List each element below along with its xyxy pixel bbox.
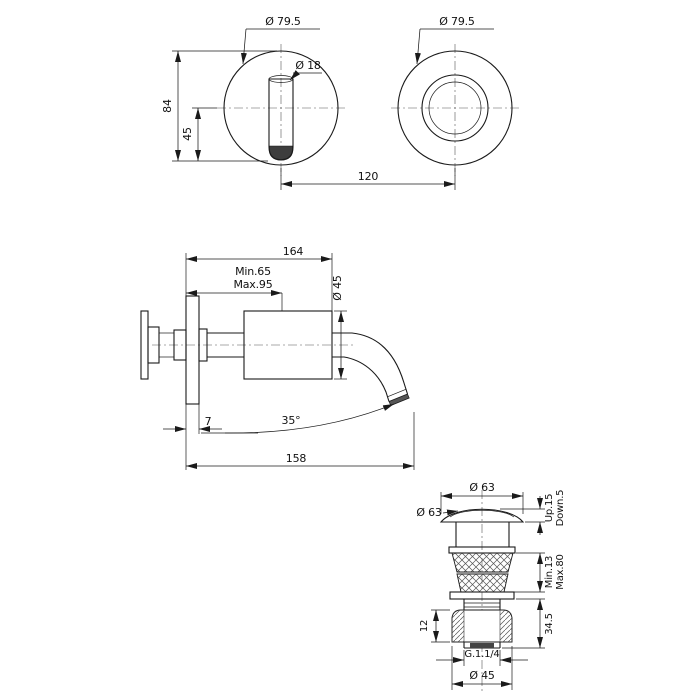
side-plate-thickness-label: 7 (205, 415, 212, 428)
wall-plate-side (185, 295, 200, 405)
dim-handle-plate-diameter: Ø 79.5 (414, 15, 494, 65)
gasket-lower (456, 573, 509, 593)
spout-outlet (388, 393, 410, 406)
dim-drain-thread-length: 34.5 (502, 598, 555, 649)
drain-thread-length-label: 34.5 (544, 613, 555, 634)
dim-side-spout-angle: 35° (201, 403, 395, 434)
dim-front-spout-diameter: Ø 18 (289, 59, 322, 81)
dim-drain-tail-diameter: Ø 45 (451, 646, 513, 690)
drain-cap-dome (439, 508, 525, 523)
drain-cap-callout-label: Ø 63 (416, 506, 442, 519)
side-wall-min-label: Min.65 (235, 265, 271, 278)
side-wall-max-label: Max.95 (233, 278, 272, 291)
drain-washer (449, 591, 515, 600)
drain-thread-size-label: G.1.1/4 (464, 649, 499, 660)
drain-travel-down-label: Down.5 (555, 490, 566, 527)
gasket-upper (451, 552, 514, 573)
drain-clamp-max-label: Max.80 (555, 554, 566, 589)
dim-drain-travel: Up.15 Down.5 (500, 490, 566, 535)
spout-inner-curve (332, 356, 390, 402)
side-spout-angle-label: 35° (282, 414, 301, 427)
side-overall-length-label: 164 (283, 245, 304, 258)
centers-distance-label: 120 (358, 170, 379, 183)
dim-front-plate-diameter: Ø 79.5 (240, 15, 320, 65)
spout-front-view: Ø 79.5 Ø 18 84 45 (161, 15, 345, 176)
dim-drain-clamp-range: Min.13 Max.80 (509, 552, 566, 593)
front-spout-drop-label: 45 (181, 127, 194, 141)
drain-view: Ø 63 Ø 63 Up.15 Down.5 Min.13 Max.80 (416, 481, 566, 694)
mixer-side-view: 164 Min.65 Max.95 Ø 45 7 35° (140, 245, 415, 470)
front-plate-diameter-label: Ø 79.5 (265, 15, 301, 28)
dim-side-overall-length: 164 (185, 245, 333, 311)
dim-front-height: 84 (161, 50, 277, 162)
side-spout-reach-label: 158 (286, 452, 307, 465)
dim-drain-cap-diameter: Ø 63 (440, 481, 524, 514)
handle-front-view: Ø 79.5 (391, 15, 519, 176)
dim-front-spout-drop: 45 (181, 107, 217, 161)
spout-tube (268, 78, 294, 161)
drain-clamp-min-label: Min.13 (544, 556, 555, 588)
dim-side-spout-reach: 158 (186, 412, 415, 470)
front-spout-diameter-label: Ø 18 (295, 59, 321, 72)
dim-drain-thread-size: G.1.1/4 (436, 649, 528, 666)
aerator-tip (269, 145, 293, 160)
wall-plate-circle (223, 50, 339, 166)
front-height-label: 84 (161, 99, 174, 113)
spout-outer-curve (332, 332, 409, 395)
dim-side-plate-thickness: 7 (163, 404, 222, 470)
dim-side-wall-range: Min.65 Max.95 (186, 265, 283, 311)
handle-outer-ring (421, 74, 489, 142)
dim-drain-cap-callout: Ø 63 (416, 506, 459, 519)
knurled-sleeve (243, 310, 333, 380)
handle-plate-circle (397, 50, 513, 166)
drain-cap-diameter-label: Ø 63 (469, 481, 495, 494)
drain-tail-diameter-label: Ø 45 (469, 669, 495, 682)
drain-travel-up-label: Up.15 (544, 494, 555, 523)
side-body-diameter-label: Ø 45 (331, 275, 344, 301)
dim-drain-nut-height: 12 (419, 609, 450, 643)
drain-nut-height-label: 12 (419, 620, 430, 632)
handle-plate-diameter-label: Ø 79.5 (439, 15, 475, 28)
dim-centers-distance: 120 (280, 168, 456, 190)
drain-tail-tip (470, 643, 494, 648)
dim-side-body-diameter: Ø 45 (331, 275, 347, 380)
spout-collar (198, 328, 208, 362)
handle-inner-ring (428, 81, 482, 135)
valve-body (140, 310, 187, 380)
